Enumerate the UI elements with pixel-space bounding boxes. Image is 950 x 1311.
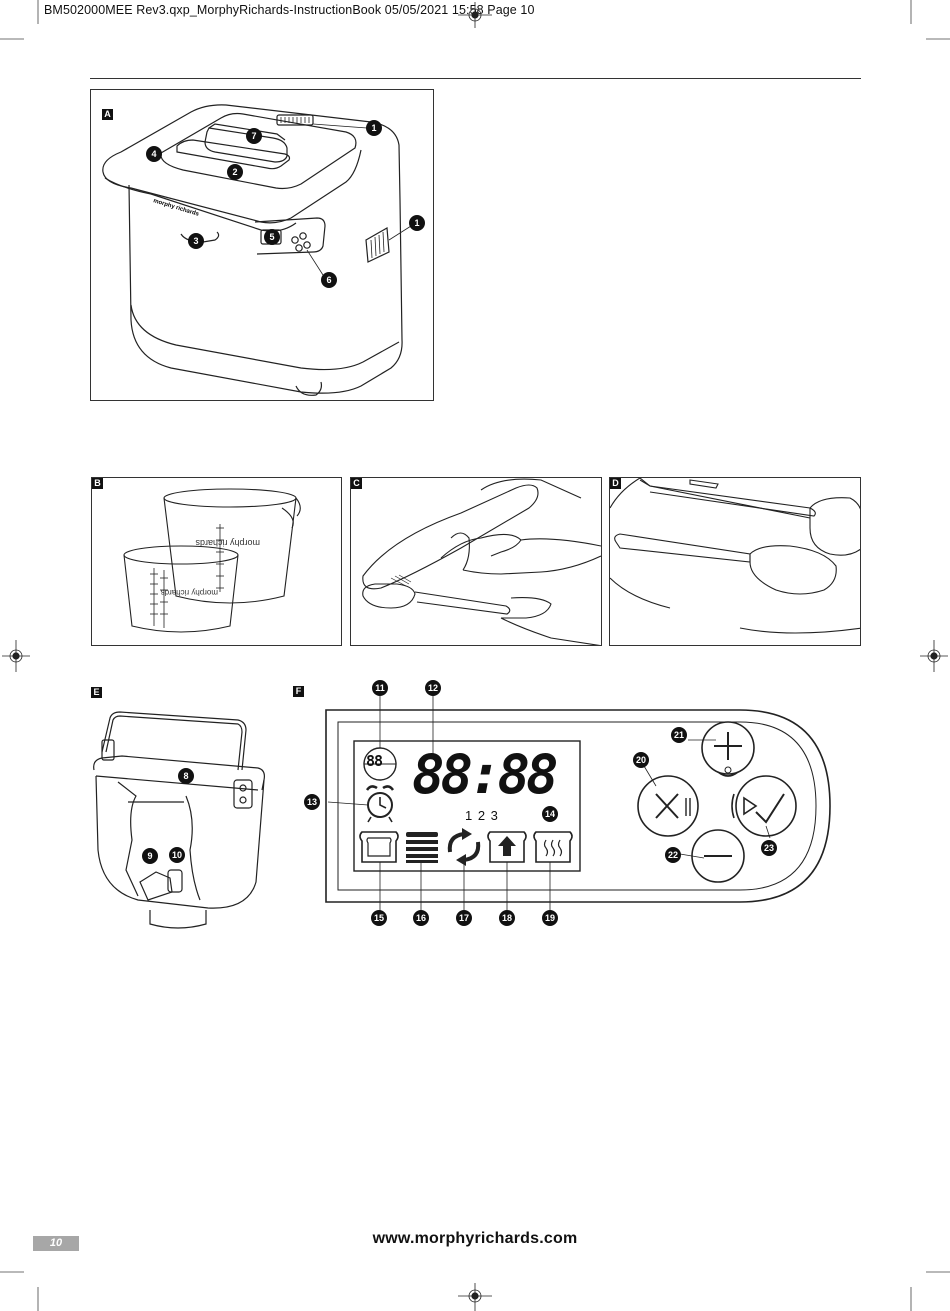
callout-22: 22 bbox=[665, 847, 681, 863]
figure-f-control-panel: 88 88:88 1 2 3 11 12 13 14 15 16 17 18 1… bbox=[300, 676, 860, 936]
callout-14: 14 bbox=[542, 806, 558, 822]
control-panel-illustration bbox=[325, 696, 831, 912]
registration-mark-top bbox=[458, 2, 492, 28]
callout-5: 5 bbox=[264, 229, 280, 245]
hand-levelling-illustration bbox=[362, 478, 601, 645]
lcd-main-digits: 88:88 bbox=[412, 743, 559, 806]
callout-16: 16 bbox=[413, 910, 429, 926]
callout-15: 15 bbox=[371, 910, 387, 926]
callout-10: 10 bbox=[169, 847, 185, 863]
callout-12: 12 bbox=[425, 680, 441, 696]
callout-23: 23 bbox=[761, 840, 777, 856]
figure-c-label: C bbox=[351, 478, 362, 489]
figure-e-bread-pan: 8 9 10 bbox=[88, 710, 278, 935]
figure-c-levelling-spoon: C bbox=[350, 477, 602, 646]
figure-b-label: B bbox=[92, 478, 103, 489]
callout-17: 17 bbox=[456, 910, 472, 926]
website-url[interactable]: www.morphyrichards.com bbox=[372, 1230, 578, 1247]
callout-3: 3 bbox=[188, 233, 204, 249]
figure-d-label: D bbox=[610, 478, 621, 489]
figure-d-measuring-spoon: D bbox=[609, 477, 861, 646]
callout-1-top: 1 bbox=[366, 120, 382, 136]
bread-pan-illustration bbox=[93, 711, 265, 929]
bread-maker-illustration: morphy richards bbox=[102, 104, 412, 396]
callout-2: 2 bbox=[227, 164, 243, 180]
callout-8: 8 bbox=[178, 768, 194, 784]
brand-mark-front: morphy richards bbox=[161, 588, 218, 597]
figure-e-label: E bbox=[91, 687, 102, 698]
crust-icon bbox=[406, 832, 438, 863]
knead-cycle-icon bbox=[447, 832, 481, 862]
callout-11: 11 bbox=[372, 680, 388, 696]
figure-f-label: F bbox=[293, 686, 304, 697]
print-slug: BM502000MEE Rev3.qxp_MorphyRichards-Inst… bbox=[44, 3, 535, 17]
callout-6: 6 bbox=[321, 272, 337, 288]
lcd-stage-numbers: 1 2 3 bbox=[465, 808, 499, 823]
callout-7: 7 bbox=[246, 128, 262, 144]
page-number: 10 bbox=[33, 1236, 79, 1251]
figure-a-label: A bbox=[102, 109, 113, 120]
callout-9: 9 bbox=[142, 848, 158, 864]
registration-mark-left bbox=[2, 640, 30, 672]
callout-1-side: 1 bbox=[409, 215, 425, 231]
callout-4: 4 bbox=[146, 146, 162, 162]
callout-18: 18 bbox=[499, 910, 515, 926]
figure-b-measuring-cups: morphy richards morphy richards B bbox=[91, 477, 342, 646]
measuring-spoon-illustration bbox=[610, 478, 860, 634]
brand-mark-back: morphy richards bbox=[195, 538, 260, 548]
callout-19: 19 bbox=[542, 910, 558, 926]
callout-21: 21 bbox=[671, 727, 687, 743]
lcd-small-digits: 88 bbox=[366, 752, 383, 770]
callout-20: 20 bbox=[633, 752, 649, 768]
top-rule bbox=[90, 78, 861, 79]
figure-a-bread-maker: morphy richards A 1 7 4 2 3 5 6 1 bbox=[90, 89, 434, 401]
registration-mark-bottom bbox=[458, 1283, 492, 1311]
registration-mark-right bbox=[920, 640, 948, 672]
measuring-cups-illustration: morphy richards morphy richards bbox=[123, 488, 301, 633]
callout-13: 13 bbox=[304, 794, 320, 810]
